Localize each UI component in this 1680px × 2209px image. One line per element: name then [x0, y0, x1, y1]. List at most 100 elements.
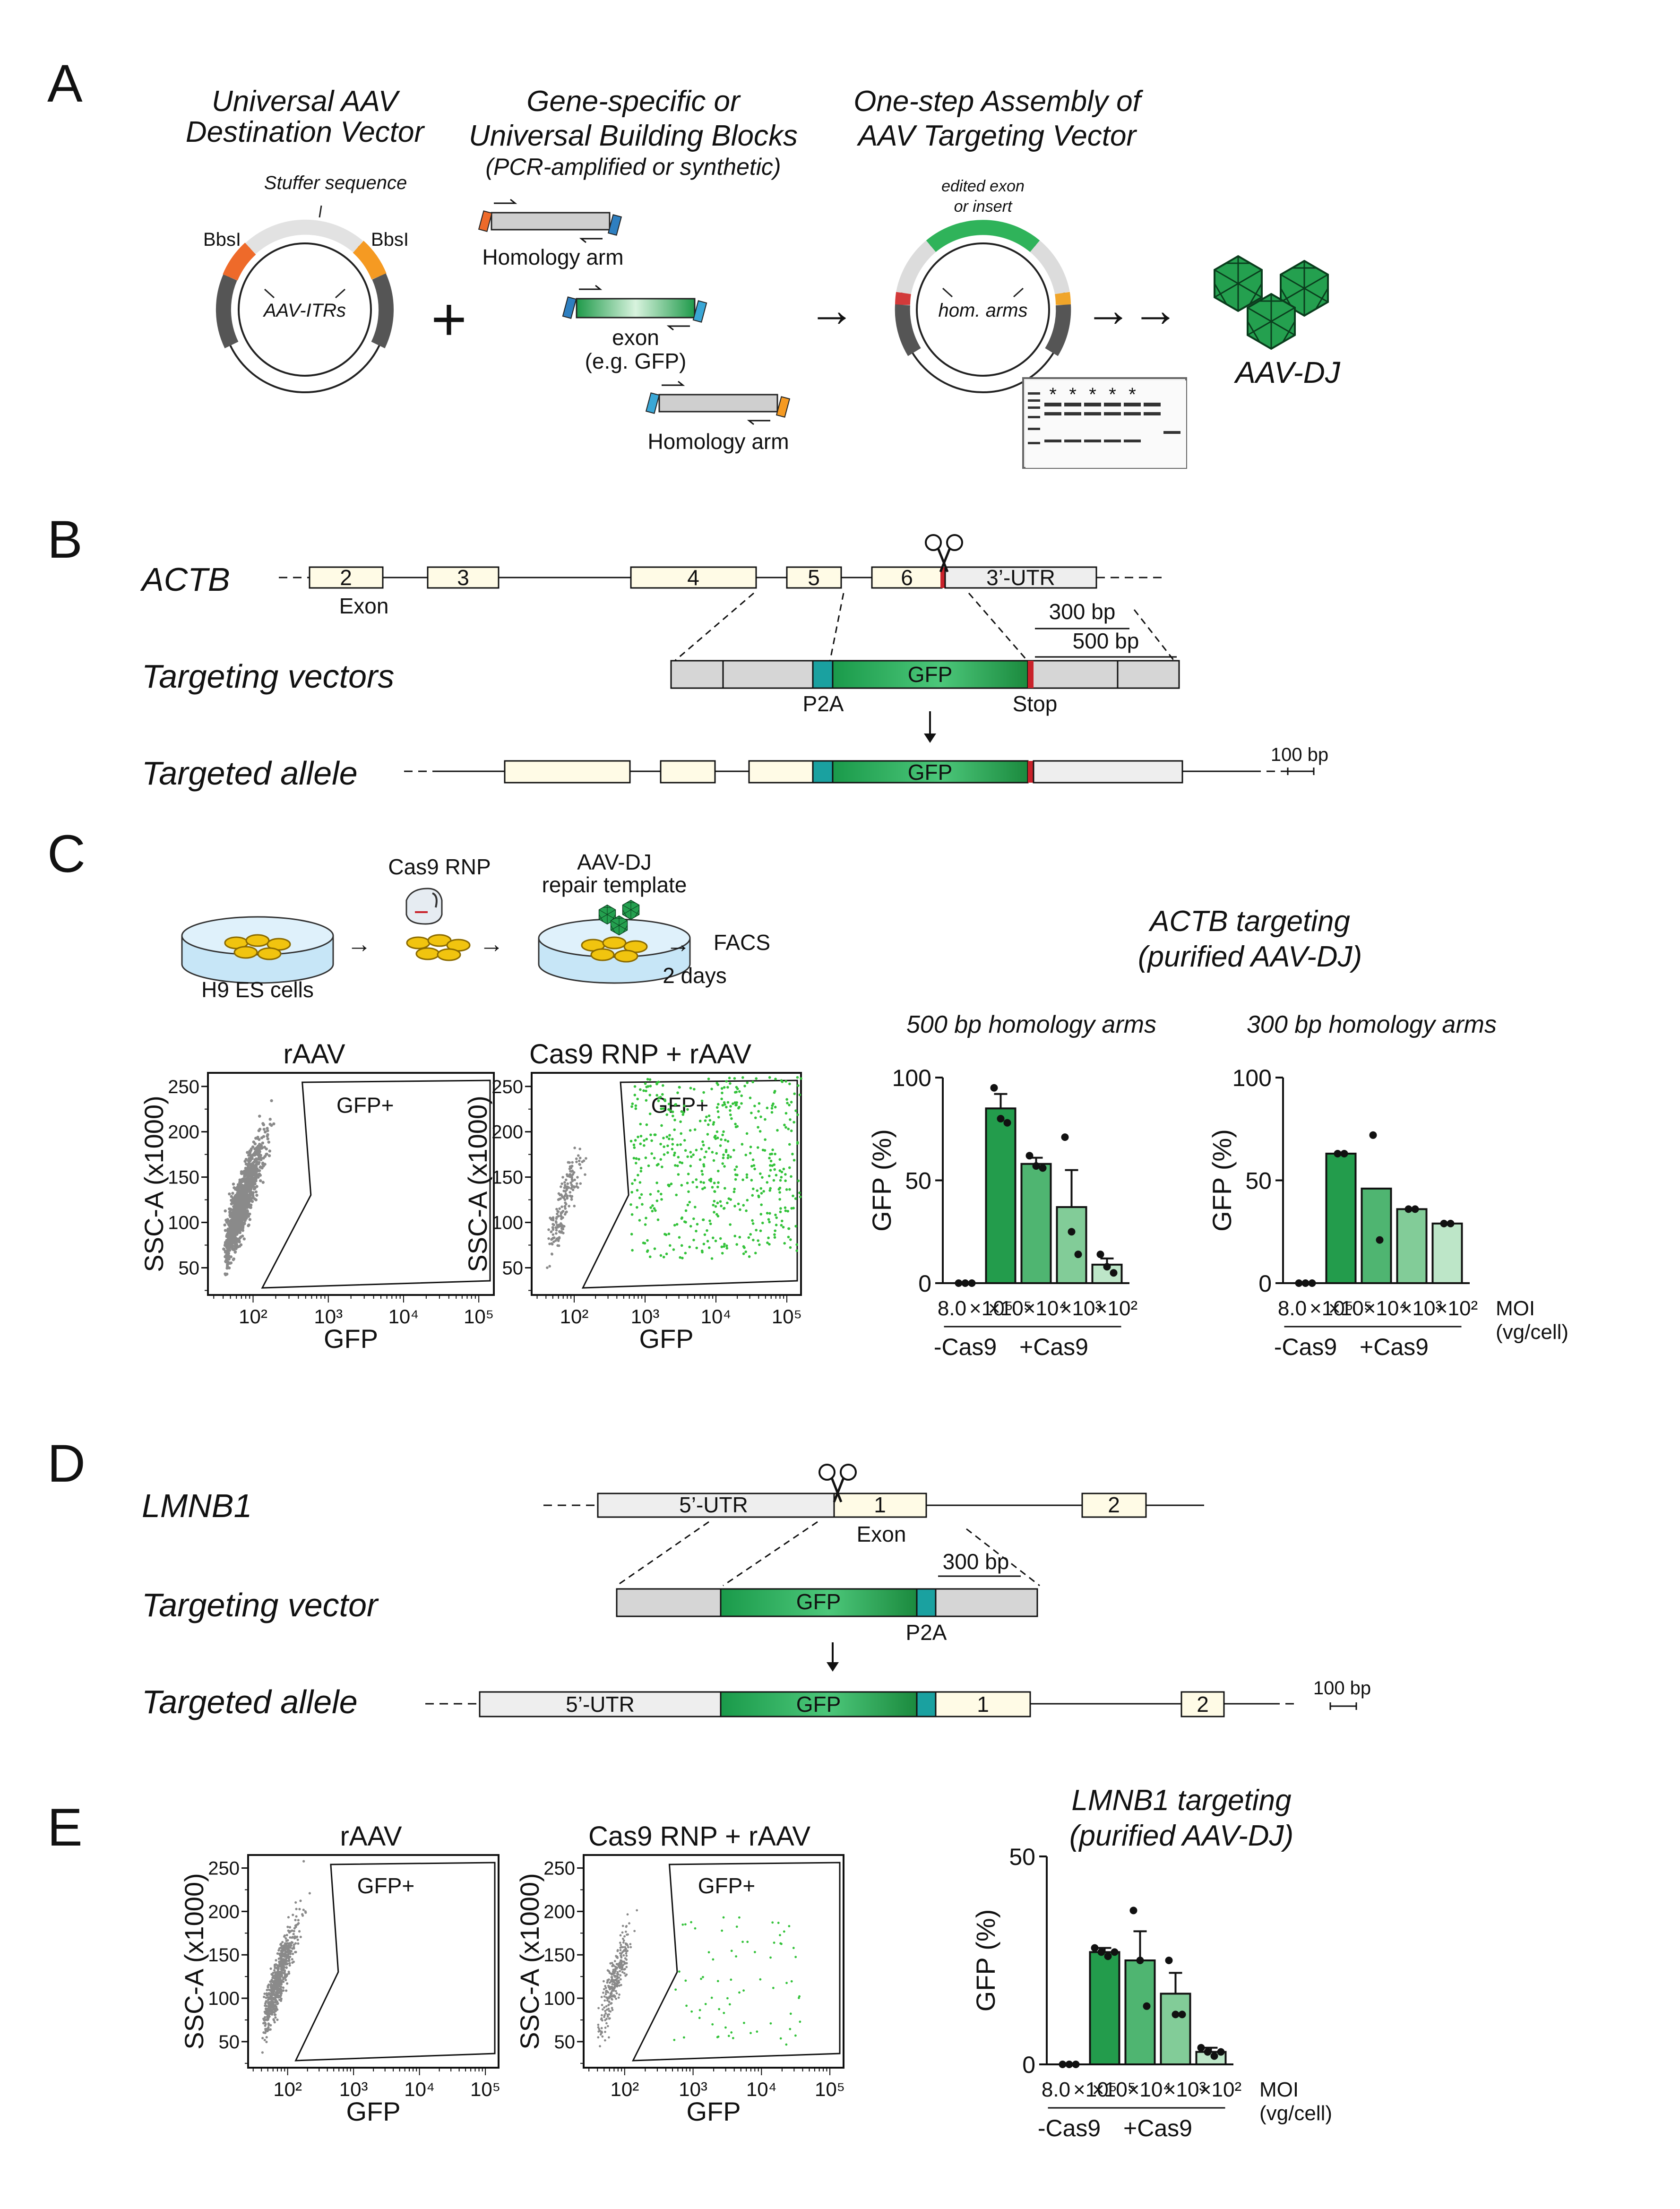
- e-left-cell-dot: [262, 2018, 265, 2020]
- actb-exon-word: Exon: [339, 594, 389, 618]
- c1-data-point: [1032, 1162, 1040, 1170]
- c-left-cell-dot: [253, 1153, 257, 1157]
- c-right-gfp-cell-dot: [755, 1228, 758, 1232]
- e-left-cell-dot: [289, 1951, 292, 1954]
- c-right-gfp-cell-dot: [780, 1224, 783, 1227]
- c-right-gfp-cell-dot: [788, 1082, 791, 1086]
- e-left-gfp-gate: [294, 1862, 496, 2062]
- c-left-cell-dot: [238, 1236, 242, 1240]
- e-right-gfp-cell-dot: [690, 2010, 693, 2013]
- e-left-cell-dot: [265, 1996, 267, 1999]
- c-right-gfp-cell-dot: [733, 1234, 736, 1238]
- c-left-cell-dot: [234, 1232, 238, 1235]
- c-right-gfp-cell-dot: [741, 1143, 744, 1146]
- c-right-gfp-cell-dot: [631, 1102, 634, 1105]
- cas9-rnp-icon: [405, 888, 443, 925]
- c-left-cell-dot: [226, 1258, 229, 1261]
- c-right-cell-dot: [547, 1228, 550, 1231]
- assembly-title-l2: AAV Targeting Vector: [856, 120, 1137, 152]
- c-right-gfp-cell-dot: [761, 1221, 764, 1225]
- e-data-point: [1204, 2048, 1212, 2056]
- c-left-cell-dot: [257, 1150, 260, 1154]
- c-left-cell-dot: [240, 1227, 244, 1231]
- c-right-cell-dot: [564, 1192, 568, 1196]
- c2-bar: [1325, 1152, 1357, 1284]
- e-left-cell-dot: [278, 1987, 282, 1990]
- e-left-cell-dot: [277, 1949, 280, 1952]
- c-right-gfp-cell-dot: [666, 1151, 669, 1154]
- c-left-cell-dot: [250, 1199, 254, 1203]
- e-right-cell-dot: [625, 1942, 628, 1945]
- c-right-gfp-cell-dot: [672, 1114, 674, 1118]
- c-left-cell-dot: [267, 1154, 271, 1157]
- c-right-gfp-cell-dot: [703, 1186, 706, 1189]
- bp300-label: 300 bp: [1049, 599, 1116, 624]
- e-left-cell-dot: [274, 1985, 276, 1988]
- c-right-gfp-cell-dot: [633, 1146, 636, 1149]
- c-right-gfp-cell-dot: [707, 1147, 711, 1150]
- cas9-rnp-label: Cas9 RNP: [388, 854, 491, 879]
- c-right-ytick-label: 100: [491, 1213, 523, 1234]
- c-right-cell-dot: [571, 1173, 575, 1176]
- c-right-gfp-cell-dot: [748, 1255, 751, 1258]
- c-left-cell-dot: [248, 1171, 251, 1174]
- c-right-cell-dot: [561, 1224, 564, 1227]
- c-right-gfp-cell-dot: [747, 1236, 750, 1239]
- e-bar: [1089, 1951, 1120, 2065]
- c-right-gfp-cell-dot: [773, 1163, 776, 1166]
- c-right-gfp-cell-dot: [645, 1217, 647, 1220]
- vector-gfp-label: GFP: [908, 662, 953, 687]
- c-right-gfp-cell-dot: [733, 1091, 737, 1094]
- c-left-cell-dot: [235, 1243, 238, 1246]
- e-right-cell-dot: [622, 1939, 625, 1942]
- e-right-xtick-label: 10⁵: [815, 2078, 845, 2100]
- e-right-cell-dot: [612, 1968, 615, 1971]
- c-left-cell-dot: [240, 1192, 243, 1196]
- c-right-gfp-cell-dot: [732, 1148, 735, 1152]
- c-right-gfp-cell-dot: [634, 1139, 637, 1142]
- c2-bar: [1431, 1222, 1463, 1285]
- c-left-cell-dot: [252, 1187, 256, 1191]
- e-left-cell-dot: [262, 2031, 265, 2034]
- c-right-gfp-cell-dot: [632, 1143, 636, 1147]
- c-right-gfp-cell-dot: [762, 1190, 765, 1193]
- c-right-gfp-cell-dot: [653, 1247, 656, 1250]
- e-right-cell-dot: [609, 2010, 612, 2013]
- c-right-gfp-cell-dot: [716, 1136, 719, 1139]
- e-left-cell-dot: [277, 1957, 280, 1960]
- c-right-cell-dot: [563, 1181, 566, 1184]
- e-right-x-axis-label: GFP: [686, 2097, 741, 2126]
- c-right-gfp-cell-dot: [641, 1203, 644, 1206]
- c-right-gfp-cell-dot: [749, 1152, 752, 1155]
- c-right-gfp-cell-dot: [799, 1195, 802, 1199]
- e-left-cell-dot: [275, 1999, 277, 2002]
- c-left-cell-dot: [245, 1206, 248, 1209]
- c-right-gfp-cell-dot: [757, 1110, 760, 1113]
- c-right-cell-dot: [564, 1184, 567, 1188]
- d-allele-exon2-label: 2: [1197, 1692, 1209, 1717]
- stuffer-label: Stuffer sequence: [264, 173, 407, 193]
- c-left-cell-dot: [262, 1128, 266, 1131]
- c-right-gfp-cell-dot: [713, 1136, 716, 1139]
- c-left-cell-dot: [253, 1182, 257, 1186]
- c-right-gfp-cell-dot: [734, 1122, 737, 1126]
- c-right-cell-dot: [552, 1236, 556, 1239]
- e-left-cell-dot: [276, 1967, 279, 1970]
- c-left-cell-dot: [224, 1209, 227, 1213]
- c-right-x-axis-label: GFP: [639, 1324, 693, 1354]
- c-right-gfp-cell-dot: [677, 1156, 680, 1159]
- c-right-gfp-cell-dot: [779, 1207, 782, 1210]
- scissors-icon: [925, 534, 963, 572]
- c-right-gfp-cell-dot: [726, 1201, 729, 1205]
- e-right-cell-dot: [622, 1964, 625, 1967]
- c-right-cell-dot: [575, 1157, 578, 1160]
- e-right-cell-dot: [604, 2019, 607, 2021]
- e-right-cell-dot: [610, 1998, 613, 2001]
- c-right-gfp-cell-dot: [687, 1173, 690, 1175]
- c1-ytick-label: 0: [918, 1270, 931, 1297]
- c-right-gfp-cell-dot: [710, 1257, 714, 1260]
- c-right-gfp-cell-dot: [700, 1170, 703, 1173]
- gel-star-2: *: [1069, 384, 1077, 405]
- e-left-cell-dot: [274, 1971, 277, 1974]
